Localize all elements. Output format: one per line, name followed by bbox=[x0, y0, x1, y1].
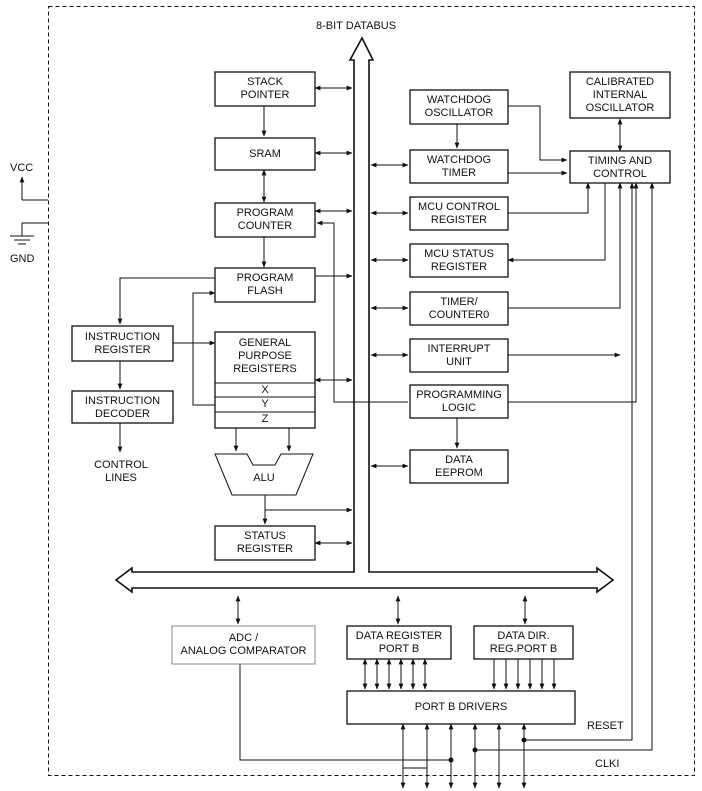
reset-label: RESET bbox=[587, 720, 624, 732]
clki-junction bbox=[472, 747, 478, 753]
data-register-portb-box bbox=[346, 625, 452, 660]
adc-junction bbox=[448, 757, 454, 763]
clki-label: CLKI bbox=[595, 758, 620, 770]
databus-label: 8-BIT DATABUS bbox=[316, 20, 397, 32]
data-dir-portb-label: DATA DIR. REG.PORT B bbox=[489, 630, 558, 655]
data-dir-portb-box bbox=[473, 625, 574, 660]
sram-label: SRAM bbox=[249, 148, 281, 160]
alu-shape bbox=[214, 453, 314, 496]
vcc-label: VCC bbox=[10, 162, 34, 174]
interrupt-unit-label: INTERRUPT UNIT bbox=[427, 343, 491, 368]
timer-counter-label: TIMER/ COUNTER0 bbox=[428, 296, 490, 321]
instruction-register-label: INSTRUCTION REGISTER bbox=[84, 331, 161, 356]
watchdog-timer-box bbox=[409, 149, 509, 184]
program-flash-box bbox=[214, 267, 316, 303]
watchdog-oscillator-box bbox=[409, 89, 509, 125]
reg-x-label: X bbox=[261, 384, 269, 396]
adc-label: ADC / ANALOG COMPARATOR bbox=[180, 632, 307, 657]
calibrated-oscillator-box bbox=[569, 71, 671, 119]
reg-z-label: Z bbox=[261, 413, 269, 425]
status-register-label: STATUS REGISTER bbox=[236, 530, 294, 555]
control-lines-label: CONTROL LINES bbox=[94, 459, 148, 484]
gp-registers-label: GENERAL PURPOSE REGISTERS bbox=[233, 337, 297, 375]
watchdog-timer-label: WATCHDOG TIMER bbox=[426, 154, 492, 179]
sram-box bbox=[214, 137, 316, 171]
program-flash-label: PROGRAM FLASH bbox=[236, 272, 294, 297]
watchdog-oscillator-label: WATCHDOG OSCILLATOR bbox=[424, 94, 494, 119]
interrupt-unit-box bbox=[409, 338, 509, 373]
mcu-control-box bbox=[409, 196, 509, 231]
programming-logic-label: PROGRAMMING LOGIC bbox=[416, 389, 502, 414]
chip-boundary bbox=[48, 6, 695, 776]
alu-label: ALU bbox=[253, 472, 275, 484]
stack-pointer-label: STACK POINTER bbox=[240, 76, 290, 101]
data-eeprom-label: DATA EEPROM bbox=[435, 454, 483, 479]
reset-junction bbox=[521, 737, 527, 743]
stack-pointer-box bbox=[214, 71, 316, 107]
calibrated-oscillator-label: CALIBRATED INTERNAL OSCILLATOR bbox=[585, 76, 655, 114]
timing-control-label: TIMING AND CONTROL bbox=[587, 155, 653, 180]
port-b-drivers-label: PORT B DRIVERS bbox=[414, 701, 508, 713]
mcu-status-label: MCU STATUS REGISTER bbox=[424, 248, 494, 273]
timer-counter-box bbox=[409, 291, 509, 326]
data-register-portb-label: DATA REGISTER PORT B bbox=[355, 630, 443, 655]
timing-control-box bbox=[569, 150, 671, 184]
mcu-status-box bbox=[409, 243, 509, 278]
data-eeprom-box bbox=[409, 449, 509, 484]
port-b-drivers-box bbox=[346, 690, 576, 725]
instruction-decoder-label: INSTRUCTION DECODER bbox=[84, 395, 161, 420]
adc-box bbox=[171, 625, 316, 665]
programming-logic-box bbox=[409, 384, 509, 419]
status-register-box bbox=[214, 525, 316, 561]
reg-y-label: Y bbox=[261, 398, 269, 410]
program-counter-label: PROGRAM COUNTER bbox=[236, 207, 294, 232]
databus-outline bbox=[114, 36, 615, 594]
gnd-label: GND bbox=[10, 253, 35, 265]
program-counter-box bbox=[214, 202, 316, 238]
instruction-decoder-box bbox=[71, 390, 174, 424]
mcu-control-label: MCU CONTROL REGISTER bbox=[418, 201, 500, 226]
instruction-register-box bbox=[71, 325, 174, 362]
